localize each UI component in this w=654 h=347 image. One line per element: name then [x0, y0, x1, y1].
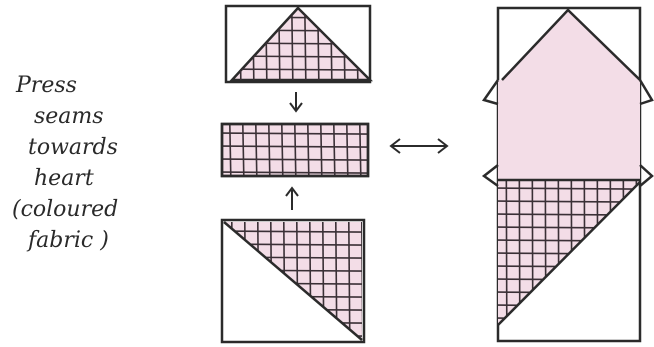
grid-line	[498, 187, 640, 190]
grid-line	[356, 8, 359, 80]
note-line: heart	[34, 166, 94, 191]
note-line: towards	[28, 135, 118, 160]
grid-line	[346, 124, 349, 176]
down-arrow	[289, 92, 303, 113]
instruction-note: Press seams towards heart (coloured fabr…	[8, 70, 178, 256]
grid-line	[268, 124, 271, 176]
grid-line	[224, 308, 362, 311]
grid-line	[222, 132, 368, 135]
grid-line	[232, 42, 370, 45]
grid-line	[224, 295, 362, 298]
fabric-grid	[222, 124, 368, 176]
note-line: seams	[34, 104, 104, 129]
grid-line	[222, 171, 368, 174]
note-line: (coloured	[12, 197, 119, 222]
grid-line	[224, 269, 362, 272]
top-triangle-unit	[224, 4, 374, 84]
grid-line	[333, 124, 336, 176]
grid-line	[294, 124, 297, 176]
grid-line	[224, 282, 362, 285]
unit-outline	[220, 218, 366, 344]
grid-line	[309, 222, 312, 340]
grid-line	[320, 124, 323, 176]
grid-line	[224, 334, 362, 337]
grid-line	[296, 222, 299, 340]
grid-line	[498, 291, 640, 294]
grid-line	[361, 222, 362, 340]
grid-line	[348, 222, 351, 340]
grid-line	[498, 317, 640, 320]
grid-line	[498, 239, 640, 242]
seam-lines	[481, 8, 654, 326]
grid-line	[270, 222, 273, 340]
double-arrow	[389, 138, 449, 154]
note-line: Press	[16, 73, 77, 98]
grid-line	[498, 213, 640, 216]
grid-line	[498, 265, 640, 268]
grid-line	[232, 68, 370, 71]
grid-line	[307, 124, 310, 176]
grid-line	[232, 29, 370, 32]
grid-line	[224, 256, 362, 259]
grid-line	[498, 226, 640, 229]
bottom-half-square-unit	[220, 218, 366, 344]
grid-line	[255, 124, 258, 176]
middle-strip-unit	[220, 122, 370, 178]
grid-line	[229, 124, 232, 176]
grid-line	[322, 222, 325, 340]
grid-line	[498, 200, 640, 203]
grid-line	[232, 16, 370, 19]
grid-line	[359, 124, 362, 176]
grid-line	[222, 145, 368, 148]
up-arrow	[285, 186, 299, 210]
grid-line	[283, 222, 286, 340]
unit-outline	[224, 4, 372, 84]
grid-line	[224, 243, 362, 246]
grid-line	[231, 222, 234, 340]
grid-line	[242, 124, 245, 176]
note-line: fabric )	[28, 228, 109, 253]
grid-line	[222, 158, 368, 161]
assembled-heart-column	[481, 6, 654, 343]
grid-line	[224, 230, 362, 233]
grid-line	[257, 222, 260, 340]
grid-line	[498, 278, 640, 281]
grid-line	[335, 222, 338, 340]
grid-line	[281, 124, 284, 176]
